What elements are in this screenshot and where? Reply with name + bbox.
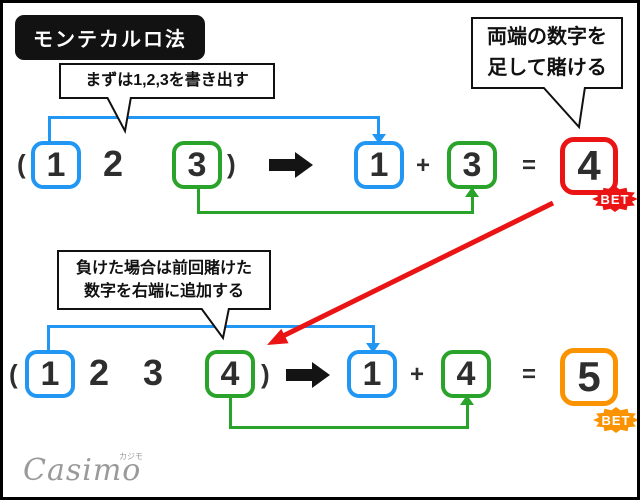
callout-write-sequence: まずは1,2,3を書き出す xyxy=(59,63,275,99)
callout-write-sequence-text: まずは1,2,3を書き出す xyxy=(85,72,249,90)
row1-seq-3: 3 xyxy=(172,141,222,189)
row2-ends-bracket-blue xyxy=(47,325,375,350)
row1-right-operand: 3 xyxy=(447,141,497,189)
row1-equals-sign: = xyxy=(522,152,537,179)
row1-open-paren: ( xyxy=(17,149,26,179)
green-arrowhead-icon xyxy=(460,395,474,405)
casimo-logo-text: Casimo xyxy=(23,453,142,488)
row1-ends-bracket-blue xyxy=(48,116,380,141)
flow-arrow-head xyxy=(295,152,313,178)
row1-seq-3-value: 3 xyxy=(187,145,207,184)
flow-arrow-head xyxy=(312,362,330,388)
bet-badge-icon: BET xyxy=(592,186,637,212)
bubble-tail-icon xyxy=(200,308,230,341)
diagram-title: モンテカルロ法 xyxy=(15,15,205,60)
callout-bet-both-ends: 両端の数字を 足して賭ける xyxy=(471,17,623,89)
bubble-tail-icon xyxy=(106,97,132,135)
blue-arrowhead-icon xyxy=(366,343,380,353)
row1-close-paren: ) xyxy=(227,149,236,179)
row2-plus-sign: + xyxy=(410,361,425,388)
row2-close-paren: ) xyxy=(261,359,270,389)
blue-arrowhead-icon xyxy=(372,134,386,144)
casimo-logo: Casimo カジモ xyxy=(23,451,163,493)
row1-ends-bracket-green xyxy=(197,189,474,214)
callout-bet-line1: 両端の数字を xyxy=(487,26,607,48)
bubble-tail-icon xyxy=(542,87,586,130)
row2-right-operand: 4 xyxy=(441,350,491,398)
row2-left-operand-value: 1 xyxy=(362,354,382,393)
row2-seq-3: 3 xyxy=(143,352,164,393)
callout-bet-line2: 足して賭ける xyxy=(487,57,607,79)
row2-seq-4: 4 xyxy=(205,350,255,398)
row1-plus-sign: + xyxy=(416,152,431,179)
row1-result-value: 4 xyxy=(577,142,601,189)
row2-result-value: 5 xyxy=(577,353,601,400)
row2-result-box: 5 xyxy=(560,348,618,406)
row2-ends-bracket-green xyxy=(229,398,469,429)
flow-arrow-icon xyxy=(269,152,313,178)
row2-open-paren: ( xyxy=(9,359,18,389)
row1-right-operand-value: 3 xyxy=(462,145,482,184)
row1-seq-1: 1 xyxy=(31,141,81,189)
callout-lose-line2: 数字を右端に追加する xyxy=(83,283,244,300)
bet-badge-label: BET xyxy=(602,413,631,428)
row2-equals-sign: = xyxy=(522,361,537,388)
row1-left-operand-value: 1 xyxy=(369,145,389,184)
row1-left-operand: 1 xyxy=(354,141,404,189)
casimo-logo-furigana: カジモ xyxy=(119,452,143,461)
row2-seq-4-value: 4 xyxy=(220,354,240,393)
row2-seq-2: 2 xyxy=(89,352,110,393)
row2-seq-1-value: 1 xyxy=(40,354,60,393)
flow-arrow-bar xyxy=(286,369,313,381)
row1-seq-1-value: 1 xyxy=(46,145,66,184)
row1-result-box: 4 xyxy=(560,137,618,195)
row2-right-operand-value: 4 xyxy=(456,354,476,393)
row2-seq-1: 1 xyxy=(25,350,75,398)
callout-lose-line1: 負けた場合は前回賭けた xyxy=(75,259,252,277)
transfer-arrow-icon xyxy=(267,200,555,345)
flow-arrow-bar xyxy=(269,159,296,171)
bet-badge-icon: BET xyxy=(593,407,637,433)
flow-arrow-icon xyxy=(286,362,330,388)
row2-left-operand: 1 xyxy=(347,350,397,398)
row1-seq-2: 2 xyxy=(103,143,124,184)
bet-badge-label: BET xyxy=(601,192,630,207)
green-arrowhead-icon xyxy=(465,187,479,197)
callout-lose-append: 負けた場合は前回賭けた 数字を右端に追加する xyxy=(57,250,271,310)
